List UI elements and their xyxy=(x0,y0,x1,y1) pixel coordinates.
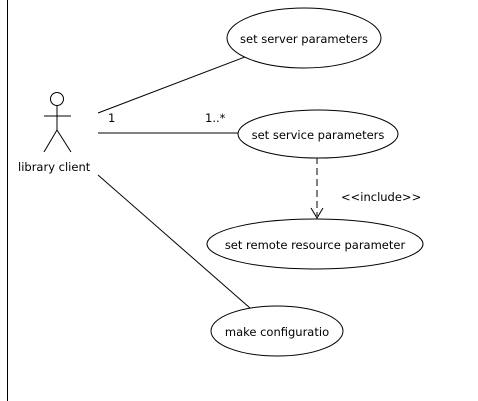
actor-name: library client xyxy=(18,160,91,174)
include-arrowhead xyxy=(310,207,324,219)
actor-left-leg xyxy=(43,129,58,153)
multiplicity-service-end: 1..* xyxy=(205,111,226,125)
use-case-remote-label: set remote resource parameter xyxy=(225,238,406,252)
use-case-server-label: set server parameters xyxy=(240,32,368,46)
actor-figure[interactable] xyxy=(43,92,72,153)
use-case-remote[interactable]: set remote resource parameter xyxy=(206,218,424,270)
actor-right-leg xyxy=(56,129,72,153)
use-case-config[interactable]: make configuratio xyxy=(210,305,344,357)
include-stereotype: <<include>> xyxy=(341,190,421,204)
association-server xyxy=(97,51,259,114)
actor-head xyxy=(50,92,64,106)
use-case-config-label: make configuratio xyxy=(225,325,329,339)
use-case-service[interactable]: set service parameters xyxy=(237,109,399,159)
use-case-server[interactable]: set server parameters xyxy=(226,7,382,69)
use-case-service-label: set service parameters xyxy=(252,128,385,142)
association-config xyxy=(97,174,251,309)
multiplicity-actor-end: 1 xyxy=(108,111,115,125)
